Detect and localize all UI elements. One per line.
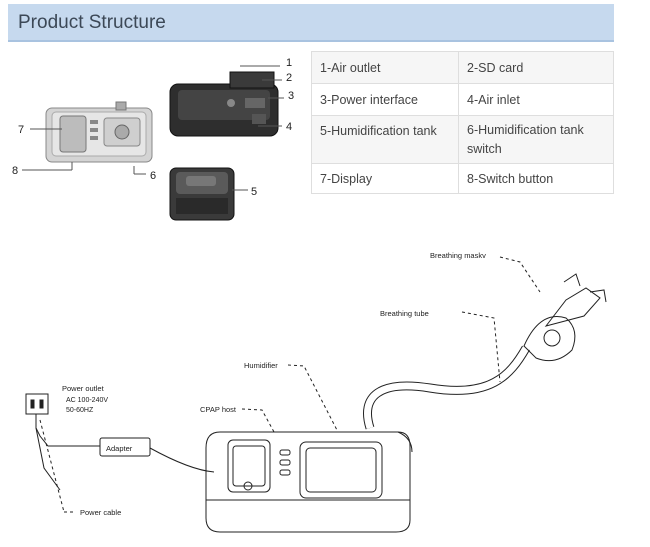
section-title: Product Structure [18, 12, 166, 33]
callout-6: 6 [150, 170, 156, 182]
label-power-cable: Power cable [80, 508, 121, 517]
table-cell: 5-Humidification tank [311, 115, 459, 164]
label-cpap-host: CPAP host [200, 405, 237, 414]
table-row: 5-Humidification tank 6-Humidification t… [311, 115, 614, 164]
callout-1: 1 [286, 57, 292, 69]
product-photos: 1 2 3 4 5 6 7 8 [12, 57, 294, 221]
label-breathing-tube: Breathing tube [380, 309, 429, 318]
table-cell: 3-Power interface [311, 83, 459, 116]
table-cell: 6-Humidification tank switch [458, 115, 614, 164]
callout-8: 8 [12, 165, 18, 177]
device-back-photo [169, 71, 279, 137]
callout-4: 4 [286, 121, 292, 133]
table-row: 7-Display 8-Switch button [311, 163, 614, 194]
humidification-tank-photo [169, 167, 235, 221]
connection-diagram: Breathing maskv Breathing tube Humidifie… [25, 251, 607, 533]
table-cell: 4-Air inlet [458, 83, 614, 116]
label-adapter: Adapter [106, 444, 133, 453]
table-cell: 2-SD card [458, 51, 614, 84]
section-header: Product Structure [8, 4, 614, 42]
callout-5: 5 [251, 186, 257, 198]
table-row: 3-Power interface 4-Air inlet [311, 83, 614, 116]
device-front-photo [45, 101, 153, 163]
table-row: 1-Air outlet 2-SD card [311, 51, 614, 84]
callout-2: 2 [286, 72, 292, 84]
power-outlet-drawing [25, 393, 49, 415]
adapter-drawing [99, 437, 151, 457]
label-humidifier: Humidifier [244, 361, 278, 370]
cpap-host-drawing [205, 431, 413, 533]
label-breathing-mask: Breathing maskv [430, 251, 486, 260]
label-frequency: 50-60HZ [66, 407, 94, 414]
label-power-outlet: Power outlet [62, 384, 105, 393]
label-voltage: AC 100-240V [66, 397, 108, 404]
table-cell: 7-Display [311, 163, 459, 194]
callout-3: 3 [288, 90, 294, 102]
table-cell: 1-Air outlet [311, 51, 459, 84]
table-cell: 8-Switch button [458, 163, 614, 194]
parts-table: 1-Air outlet 2-SD card 3-Power interface… [311, 51, 614, 194]
callout-7: 7 [18, 124, 24, 136]
breathing-mask-drawing [523, 273, 607, 362]
